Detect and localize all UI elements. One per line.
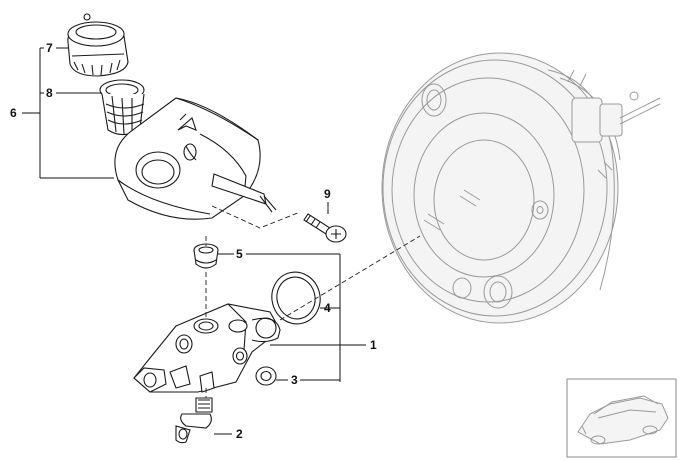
vehicle-thumbnail bbox=[566, 378, 677, 458]
pressure-sensor bbox=[175, 397, 213, 444]
master-cylinder bbox=[133, 303, 281, 393]
brake-booster bbox=[381, 52, 661, 324]
callout-6: 6 bbox=[10, 106, 17, 120]
screw bbox=[303, 213, 347, 243]
callout-3: 3 bbox=[291, 373, 298, 387]
callout-2: 2 bbox=[236, 427, 243, 441]
assembly-lines bbox=[205, 205, 421, 398]
grommet bbox=[193, 243, 219, 269]
callout-4: 4 bbox=[324, 301, 331, 315]
plug bbox=[255, 366, 277, 386]
o-ring bbox=[271, 271, 321, 325]
callout-5: 5 bbox=[236, 247, 243, 261]
callout-1: 1 bbox=[370, 338, 377, 352]
callout-8: 8 bbox=[46, 86, 53, 100]
callouts: 1 2 3 4 5 6 7 8 9 bbox=[10, 41, 377, 441]
expansion-reservoir bbox=[114, 97, 277, 220]
reservoir-strainer bbox=[99, 79, 145, 136]
leader-lines bbox=[22, 47, 366, 435]
reservoir-cap bbox=[67, 13, 129, 77]
callout-7: 7 bbox=[46, 41, 53, 55]
callout-9: 9 bbox=[324, 187, 331, 201]
